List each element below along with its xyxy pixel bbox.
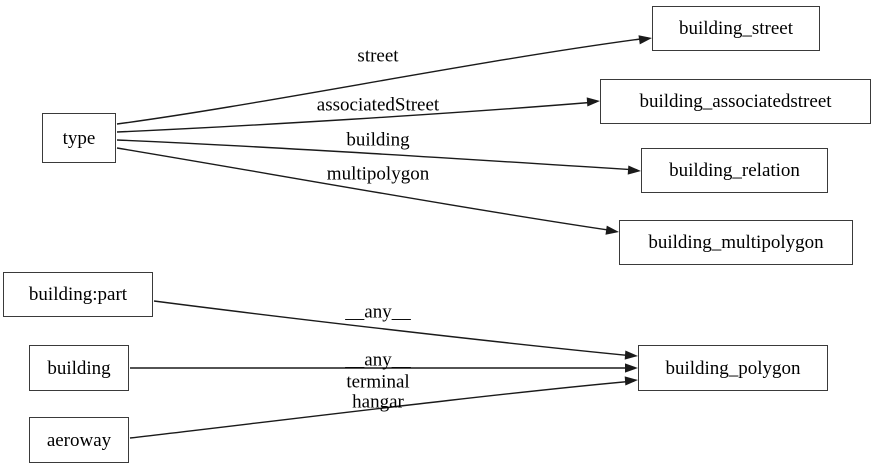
node-aeroway-label: aeroway bbox=[46, 429, 112, 451]
edge-label-any-part: __any__ bbox=[345, 301, 411, 323]
arrowhead-e5 bbox=[624, 350, 638, 360]
node-building-street-label: building_street bbox=[679, 18, 793, 39]
arrowhead-e7 bbox=[624, 376, 638, 386]
edge-label-any-building: __any__ bbox=[345, 349, 411, 371]
arrowhead-group bbox=[586, 35, 652, 386]
node-building-multipolygon-label: building_multipolygon bbox=[648, 232, 824, 253]
node-building-part[interactable]: building:part bbox=[3, 272, 153, 317]
node-building[interactable]: building bbox=[29, 345, 129, 391]
node-building-associatedstreet-label: building_associatedstreet bbox=[639, 91, 832, 112]
arrowhead-e6 bbox=[625, 363, 638, 373]
arrowhead-e1 bbox=[638, 35, 652, 45]
node-building-part-label: building:part bbox=[28, 284, 128, 305]
edge-label-building: building bbox=[346, 129, 410, 151]
node-building-label: building bbox=[47, 357, 111, 379]
arrowhead-e2 bbox=[586, 97, 600, 107]
edge-type-to-building_multipolygon bbox=[116, 147, 616, 232]
edge-building_part-to-building_polygon bbox=[153, 300, 635, 357]
node-building-street[interactable]: building_street bbox=[652, 6, 820, 51]
node-aeroway[interactable]: aeroway bbox=[29, 417, 129, 463]
edge-label-associatedstreet: associatedStreet bbox=[316, 94, 440, 116]
edge-type-to-building_street bbox=[116, 37, 649, 125]
edge-label-hangar: hangar bbox=[352, 391, 404, 413]
edge-label-multipolygon: multipolygon bbox=[326, 163, 430, 185]
edge-label-street: street bbox=[357, 45, 399, 67]
edge-aeroway-to-building_polygon bbox=[129, 380, 635, 439]
node-building-associatedstreet[interactable]: building_associatedstreet bbox=[600, 79, 871, 124]
arrowhead-e4 bbox=[605, 225, 619, 235]
edge-path-group bbox=[116, 37, 649, 439]
node-building-relation[interactable]: building_relation bbox=[641, 148, 828, 193]
node-building-relation-label: building_relation bbox=[669, 160, 800, 181]
edge-type-to-building_associatedstreet bbox=[116, 101, 597, 133]
node-building-polygon[interactable]: building_polygon bbox=[638, 345, 828, 391]
node-type-label: type bbox=[62, 127, 96, 149]
arrowhead-e3 bbox=[627, 165, 641, 175]
node-type[interactable]: type bbox=[42, 113, 116, 163]
edge-type-to-building_relation bbox=[116, 139, 638, 171]
node-building-polygon-label: building_polygon bbox=[665, 357, 801, 379]
node-building-multipolygon[interactable]: building_multipolygon bbox=[619, 220, 853, 265]
edge-label-terminal: terminal bbox=[346, 371, 410, 393]
